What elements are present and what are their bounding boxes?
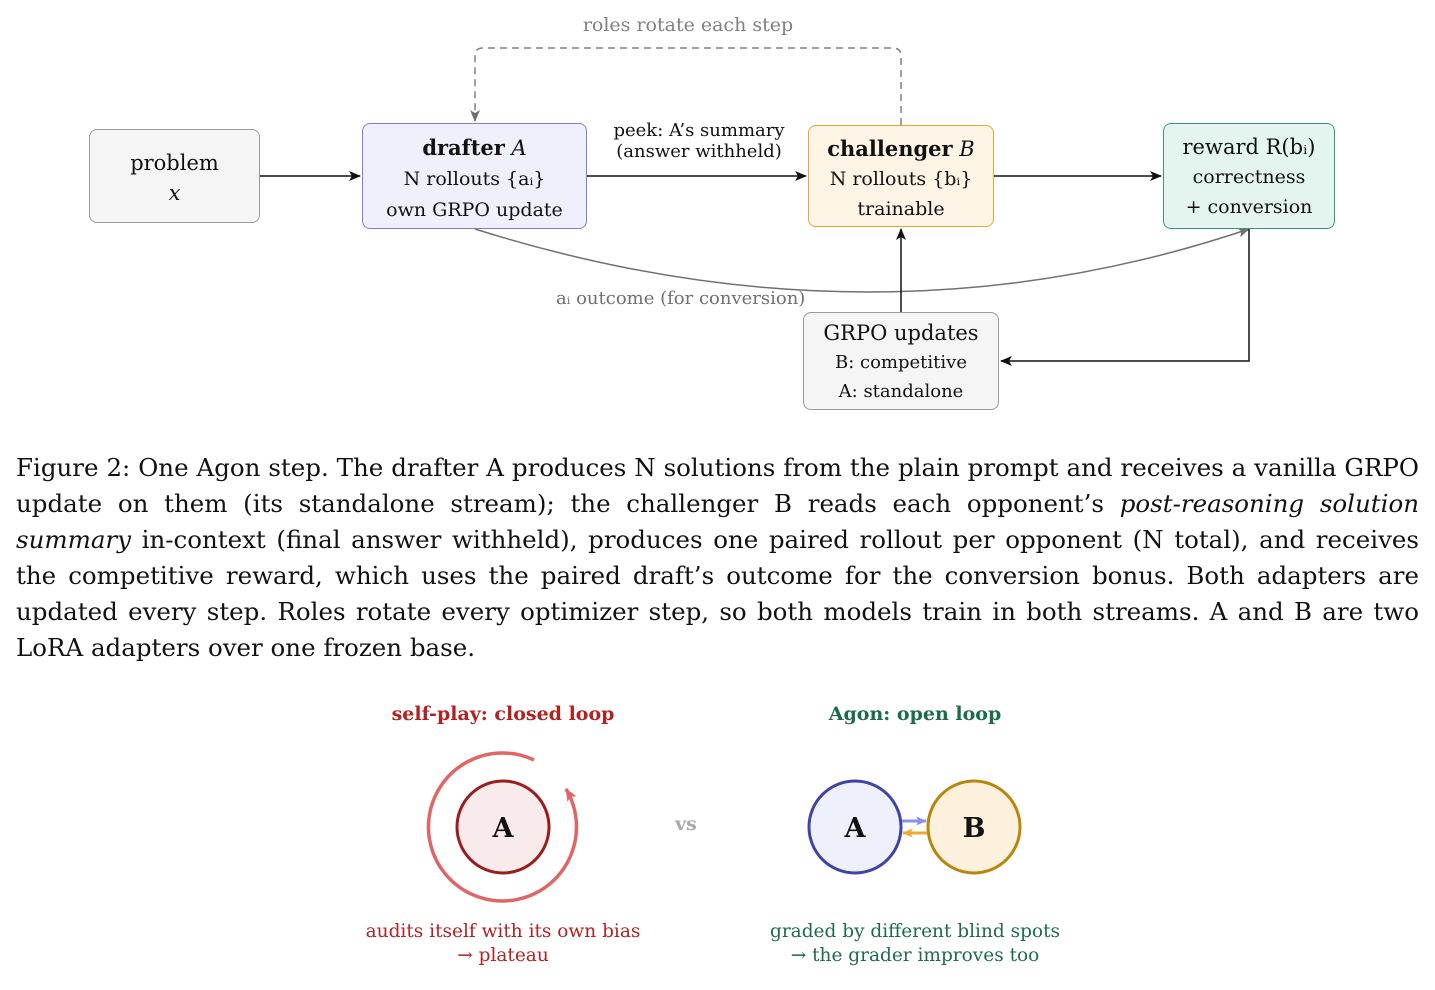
- reward-correctness: correctness: [1192, 166, 1306, 188]
- drafter-update: own GRPO update: [386, 199, 563, 221]
- selfplay-node-A: [455, 779, 551, 875]
- problem-node: problem x: [89, 129, 260, 223]
- selfplay-title: self-play: closed loop: [391, 703, 615, 725]
- reward-node: reward R(bᵢ) correctness + conversion: [1163, 123, 1335, 229]
- problem-title: problem: [130, 151, 219, 175]
- selfplay-footnote: audits itself with its own bias → platea…: [320, 920, 686, 968]
- grpo-competitive: B: competitive: [835, 352, 967, 373]
- drafter-title: drafter: [422, 135, 505, 160]
- reward-to-grpo-arrow: [1000, 229, 1250, 366]
- grpo-updates-node: GRPO updates B: competitive A: standalon…: [803, 312, 999, 410]
- grpo-standalone: A: standalone: [838, 381, 964, 402]
- reward-title: reward R(bᵢ): [1182, 135, 1316, 159]
- peek-label-line1: peek: A’s summary: [613, 120, 785, 141]
- agon-node-A-label: A: [844, 813, 867, 844]
- selfplay-loop-arc: [426, 751, 579, 903]
- agon-footnote-line1: graded by different blind spots: [770, 921, 1060, 942]
- selfplay-footnote-line2: → plateau: [457, 945, 549, 966]
- agon-node-B: [926, 779, 1022, 875]
- selfplay-footnote-line1: audits itself with its own bias: [365, 921, 641, 942]
- peek-label: peek: A’s summary (answer withheld): [588, 120, 810, 162]
- challenger-trainable: trainable: [857, 198, 945, 220]
- agon-title: Agon: open loop: [828, 703, 1002, 725]
- reward-conversion: + conversion: [1185, 196, 1313, 218]
- selfplay-node-A-label: A: [492, 813, 515, 844]
- drafter-variable: A: [511, 136, 527, 160]
- drafter-node: drafter A N rollouts {aᵢ} own GRPO updat…: [362, 123, 587, 229]
- peek-label-line2: (answer withheld): [616, 141, 782, 162]
- agon-footnote: graded by different blind spots → the gr…: [730, 920, 1100, 968]
- agon-node-B-label: B: [963, 813, 986, 844]
- vs-label: vs: [675, 813, 697, 835]
- agon-footnote-line2: → the grader improves too: [790, 945, 1040, 966]
- outcome-curve-arrow: [474, 227, 1250, 293]
- drafter-rollouts: N rollouts {aᵢ}: [403, 168, 546, 190]
- roles-rotate-dashed-arrow: [470, 47, 902, 125]
- problem-variable: x: [168, 181, 181, 205]
- challenger-title: challenger: [827, 136, 953, 161]
- challenger-variable: B: [959, 137, 975, 161]
- agon-node-A: [807, 779, 903, 875]
- challenger-rollouts: N rollouts {bᵢ}: [829, 168, 973, 190]
- challenger-node: challenger B N rollouts {bᵢ} trainable: [808, 125, 994, 227]
- roles-rotate-label: roles rotate each step: [582, 14, 794, 36]
- figure-caption: Figure 2: One Agon step. The drafter A p…: [16, 450, 1419, 666]
- caption-emphasis: post-reasoning solution summary: [16, 489, 1419, 554]
- caption-part1: Figure 2: One Agon step. The drafter A p…: [16, 453, 1419, 518]
- grpo-title: GRPO updates: [823, 321, 979, 345]
- outcome-label: aᵢ outcome (for conversion): [556, 288, 806, 309]
- caption-part2: in-context (final answer withheld), prod…: [16, 525, 1419, 662]
